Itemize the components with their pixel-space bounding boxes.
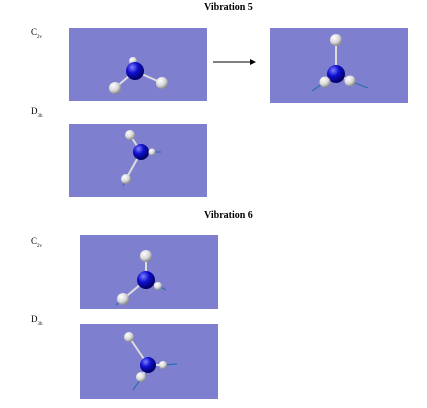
hydrogen-atom	[148, 148, 156, 156]
nitrogen-atom	[126, 62, 144, 80]
arrow-right-icon	[213, 59, 256, 65]
hydrogen-atom	[319, 76, 331, 88]
nitrogen-atom	[133, 144, 149, 160]
vib5-c2v-panel-left	[69, 28, 207, 101]
hydrogen-atom	[159, 361, 167, 369]
nitrogen-atom	[137, 271, 155, 289]
hydrogen-atom	[117, 293, 129, 305]
hydrogen-atom	[330, 34, 342, 46]
vib6-d3h-label: D3h	[31, 314, 43, 327]
hydrogen-atom	[121, 174, 131, 184]
hydrogen-atom	[140, 250, 152, 262]
vib5-c2v-label: C2v	[31, 27, 43, 40]
vibration-6-title: Vibration 6	[204, 210, 253, 221]
hydrogen-atom	[156, 77, 168, 89]
molecule-icon	[311, 34, 369, 92]
vib5-d3h-panel	[69, 124, 207, 197]
hydrogen-atom	[125, 130, 135, 140]
hydrogen-atom	[109, 82, 121, 94]
molecule-icon	[109, 57, 168, 94]
vib6-c2v-label: C2v	[31, 236, 43, 249]
molecule-icon	[115, 250, 167, 306]
hydrogen-atom	[124, 332, 134, 342]
molecule-icon	[121, 130, 161, 187]
hydrogen-atom	[136, 372, 146, 382]
vib5-d3h-label: D3h	[31, 106, 43, 119]
molecule-icon	[124, 332, 178, 391]
hydrogen-atom	[344, 75, 356, 87]
nitrogen-atom	[140, 357, 156, 373]
nitrogen-atom	[327, 65, 345, 83]
vib5-c2v-panel-right	[270, 28, 408, 103]
vibration-5-title: Vibration 5	[204, 2, 253, 13]
vib6-d3h-panel	[80, 324, 218, 399]
vib6-c2v-panel	[80, 235, 218, 309]
hydrogen-atom	[154, 282, 162, 290]
